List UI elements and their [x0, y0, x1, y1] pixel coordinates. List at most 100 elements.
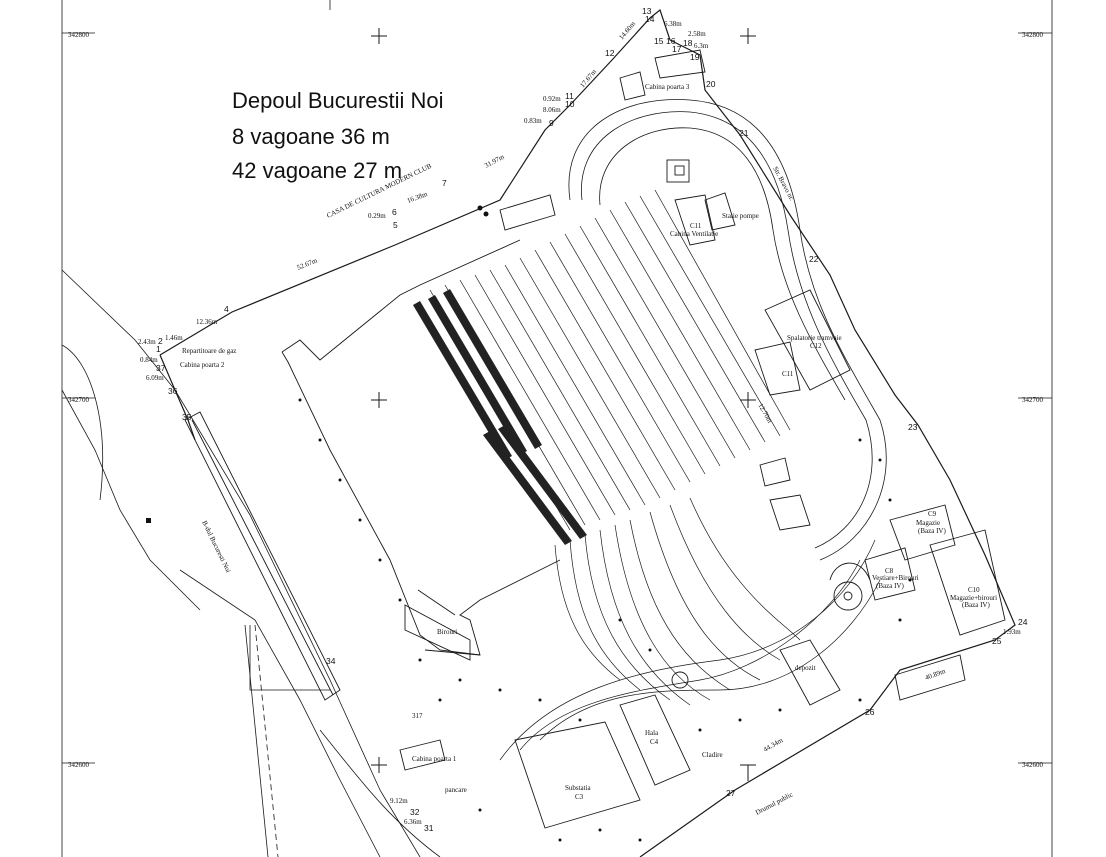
dim-52-67: 52.67m	[296, 256, 319, 272]
label-c11: C11	[782, 370, 794, 378]
grid-crosses	[371, 28, 756, 781]
building-cabina-ventilatie	[674, 194, 716, 246]
point-34: 34	[326, 656, 336, 666]
point-25: 25	[992, 636, 1002, 646]
dimension-labels: 14.60m 2.58m 6.38m 6.3m 17.67m 0.92m 8.0…	[138, 19, 1021, 826]
label-drum-public: Drumul public	[754, 790, 794, 816]
building-hala	[619, 694, 691, 786]
point-9: 9	[549, 118, 554, 128]
point-16: 16	[666, 36, 676, 46]
street-lines	[61, 0, 441, 857]
building-c11	[754, 341, 801, 396]
point-6: 6	[392, 207, 397, 217]
dim-31-97: 31.97m	[483, 152, 506, 169]
inner-walls	[281, 239, 561, 656]
point-20: 20	[706, 79, 716, 89]
label-c12: Spalatorie tramvaie	[787, 334, 842, 342]
label-c9: Magazie	[916, 519, 940, 527]
grid-label-bottom-right: 342600	[1022, 761, 1044, 769]
label-substatia: Substatia	[565, 784, 592, 792]
dim-2-58: 2.58m	[688, 30, 706, 38]
dim-9-12: 9.12m	[390, 797, 408, 805]
building-cabina-poarta3	[619, 71, 646, 101]
site-boundary	[159, 8, 1016, 857]
label-hala: Hala	[645, 729, 659, 737]
label-repartitor: Repartitoare de gaz	[182, 347, 236, 355]
parked-tram-cars	[413, 289, 587, 545]
grid-label-bottom-left: 342600	[68, 761, 90, 769]
wagons-36m-note: 8 vagoane 36 m	[232, 124, 390, 149]
depot-title: Depoul Bucurestii Noi	[232, 88, 444, 113]
label-substatia-code: C3	[575, 793, 584, 801]
dim-0-92: 0.92m	[543, 95, 561, 103]
frame	[61, 0, 1053, 857]
point-36: 36	[168, 386, 178, 396]
point-24: 24	[1018, 617, 1028, 627]
dim-1-93: 1.93m	[1003, 628, 1021, 636]
label-cladire: Cladire	[702, 751, 723, 759]
building-c9	[889, 504, 956, 561]
point-11: 11	[565, 91, 574, 101]
label-hala-code: C4	[650, 738, 659, 746]
dim-0-29: 0.29m	[368, 212, 386, 220]
building-depozit	[779, 639, 841, 706]
dim-1-46: 1.46m	[165, 334, 183, 342]
point-12: 12	[605, 48, 615, 58]
label-birouri: Birouri	[437, 628, 457, 636]
dim-8-06: 8.06m	[543, 106, 561, 114]
building-birouri	[404, 604, 471, 661]
point-37: 37	[156, 363, 166, 373]
detail-dots	[146, 205, 912, 842]
point-7: 7	[442, 178, 447, 188]
label-lot: 317	[412, 712, 423, 720]
dim-6-36: 6.36m	[404, 818, 422, 826]
point-18: 18	[683, 38, 693, 48]
dim-6-3: 6.3m	[694, 42, 709, 50]
label-cabina-poarta1: Cabina poarta 1	[412, 755, 457, 763]
point-13: 13	[642, 6, 652, 16]
point-31: 31	[424, 823, 434, 833]
building-left-shed	[184, 411, 341, 701]
label-sos-bucuresti-noi: B-dul Bucuresti Noi	[200, 519, 232, 574]
dim-2-43: 2.43m	[138, 338, 156, 346]
dim-44-34: 44.34m	[762, 736, 785, 754]
point-2: 2	[158, 336, 163, 346]
label-c8-code: C8	[885, 567, 894, 575]
dim-12-70: 12.70m	[756, 402, 774, 425]
dim-14-60: 14.60m	[617, 19, 637, 41]
point-19: 19	[690, 52, 700, 62]
roundabout	[833, 581, 863, 611]
label-pancare: pancare	[445, 786, 467, 794]
point-21: 21	[739, 128, 749, 138]
dim-6-09: 6.09m	[146, 374, 164, 382]
point-22: 22	[809, 254, 819, 264]
label-str-bravo: Str. Bravo nr.	[771, 165, 796, 202]
dim-0-84: 0.84m	[140, 356, 158, 364]
grid-label-mid-left: 342700	[68, 396, 90, 404]
label-c10: Magazie+birouri	[950, 594, 997, 602]
buildings	[184, 49, 1006, 829]
label-c9-sub: (Baza IV)	[918, 527, 946, 535]
label-cabina-ventilatie: Cabina Ventilatie	[670, 230, 718, 238]
point-32: 32	[410, 807, 420, 817]
grid-label-top-right: 342800	[1022, 31, 1044, 39]
building-c12	[764, 289, 851, 391]
label-cabina-poarta3: Cabina poarta 3	[645, 83, 690, 91]
point-1: 1	[156, 344, 161, 354]
point-4: 4	[224, 304, 229, 314]
label-cabina-poarta2: Cabina poarta 2	[180, 361, 225, 369]
point-26: 26	[865, 707, 875, 717]
label-c8-sub: (Baza IV)	[876, 582, 904, 590]
boundary-point-labels: 1 2 4 5 6 7 9 10 11 12 13 14 15 16 17 18…	[156, 6, 1028, 833]
loop-track	[568, 99, 887, 561]
wagons-27m-note: 42 vagoane 27 m	[232, 158, 403, 183]
building-substatia	[514, 721, 641, 829]
building-loop-square	[666, 159, 690, 183]
grid-labels: 342800 342800 342700 342700 342600 34260…	[62, 31, 1052, 769]
label-c10-code: C10	[968, 586, 980, 594]
building-c10	[929, 529, 1006, 636]
label-c11-top: C11	[690, 222, 702, 230]
point-14: 14	[645, 14, 655, 24]
point-35: 35	[182, 412, 192, 422]
